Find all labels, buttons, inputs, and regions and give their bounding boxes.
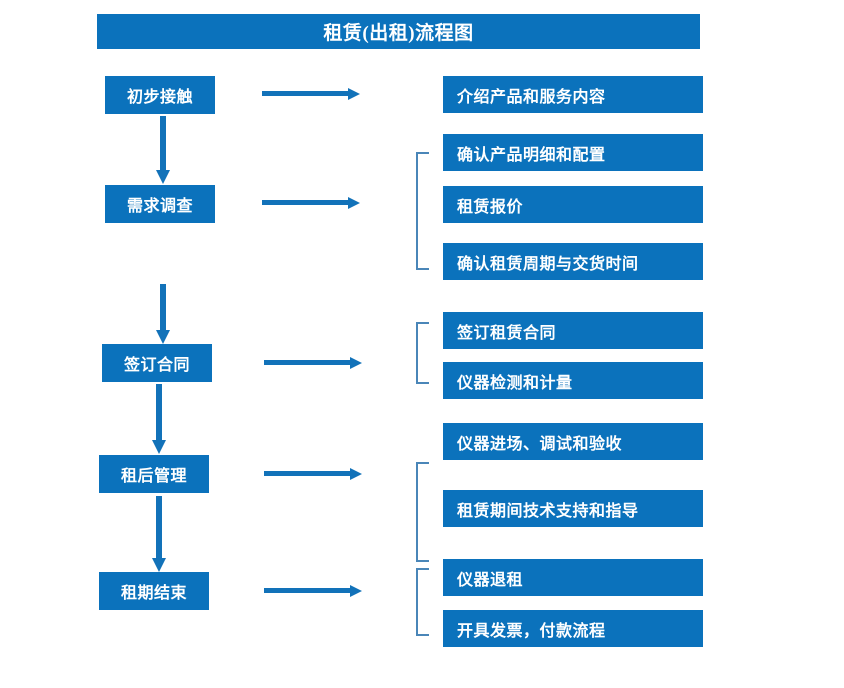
group-bracket-2 [416,322,429,384]
stage-box-1[interactable]: 初步接触 [105,76,215,114]
horizontal-arrow-2 [262,197,360,209]
horizontal-arrow-1 [262,88,360,100]
detail-box-9[interactable]: 仪器退租 [443,559,703,596]
vertical-arrow-3 [152,384,166,454]
detail-box-10[interactable]: 开具发票，付款流程 [443,610,703,647]
horizontal-arrow-3 [264,357,362,369]
group-bracket-4 [416,568,429,636]
vertical-arrow-1 [156,116,170,184]
detail-box-6[interactable]: 仪器检测和计量 [443,362,703,399]
detail-box-5[interactable]: 签订租赁合同 [443,312,703,349]
detail-box-1[interactable]: 介绍产品和服务内容 [443,76,703,113]
detail-box-4[interactable]: 确认租赁周期与交货时间 [443,243,703,280]
diagram-title: 租赁(出租)流程图 [97,14,700,49]
vertical-arrow-2 [156,284,170,344]
detail-box-8[interactable]: 租赁期间技术支持和指导 [443,490,703,527]
detail-box-2[interactable]: 确认产品明细和配置 [443,134,703,171]
group-bracket-1 [416,152,429,270]
horizontal-arrow-4 [264,468,362,480]
stage-box-3[interactable]: 签订合同 [102,344,212,382]
horizontal-arrow-5 [264,585,362,597]
stage-box-5[interactable]: 租期结束 [99,572,209,610]
detail-box-7[interactable]: 仪器进场、调试和验收 [443,423,703,460]
detail-box-3[interactable]: 租赁报价 [443,186,703,223]
stage-box-4[interactable]: 租后管理 [99,455,209,493]
stage-box-2[interactable]: 需求调查 [105,185,215,223]
group-bracket-3 [416,462,429,562]
vertical-arrow-4 [152,496,166,572]
